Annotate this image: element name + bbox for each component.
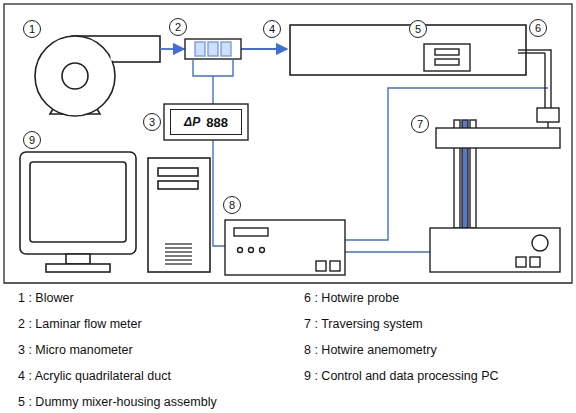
display-symbol: ΔP xyxy=(184,115,200,129)
display-digits: 888 xyxy=(206,115,228,130)
callout-number: 7 xyxy=(411,115,429,133)
blower-part xyxy=(62,63,88,89)
vent-stripe xyxy=(165,259,192,260)
separator-part xyxy=(4,283,572,284)
separator xyxy=(4,283,572,284)
legend-entry: 8 : Hotwire anemometry xyxy=(304,344,437,357)
signal-wire-part xyxy=(345,251,430,252)
acrylic-duct xyxy=(290,25,526,75)
traversing-system xyxy=(430,120,560,272)
hotwire-anemometer xyxy=(225,220,345,275)
callout-number: 5 xyxy=(409,20,427,38)
dummy-mixer-housing-part xyxy=(435,49,459,55)
hotwire-probe-part xyxy=(548,50,551,108)
frame xyxy=(4,4,572,283)
acrylic-duct-part xyxy=(290,25,526,75)
flow-line-part xyxy=(241,48,287,50)
laminar-flow-meter-part xyxy=(221,42,231,56)
laminar-flow-meter-part xyxy=(185,39,241,59)
legend-entry: 9 : Control and data processing PC xyxy=(304,370,499,383)
hotwire-anemometer-part xyxy=(249,248,254,253)
pc-tower-part xyxy=(148,158,210,272)
pc-tower-part xyxy=(158,168,198,176)
callout-number: 9 xyxy=(23,131,41,149)
laminar-flow-meter xyxy=(185,39,241,59)
callout-number: 4 xyxy=(263,20,281,38)
hotwire-probe xyxy=(518,50,559,128)
frame-part xyxy=(4,4,572,283)
callout-number: 2 xyxy=(169,18,187,36)
traversing-system-part xyxy=(530,257,540,267)
legend-entry: 2 : Laminar flow meter xyxy=(18,318,142,331)
pc-tower-part xyxy=(158,181,198,189)
legend-entry: 7 : Traversing system xyxy=(304,318,423,331)
hotwire-anemometer-part xyxy=(330,261,340,271)
legend-entry: 3 : Micro manometer xyxy=(18,344,133,357)
traversing-system-part xyxy=(436,128,560,148)
hotwire-probe-part xyxy=(547,122,548,128)
hotwire-anemometer-part xyxy=(225,220,345,275)
hotwire-anemometer-part xyxy=(238,248,243,253)
vent-stripe xyxy=(165,255,192,256)
pc-tower xyxy=(148,158,210,272)
legend-entry: 1 : Blower xyxy=(18,292,74,305)
laminar-flow-meter-part xyxy=(195,42,205,56)
monitor-part xyxy=(20,152,136,254)
callout-number: 3 xyxy=(143,113,161,131)
vent-stripe xyxy=(165,263,192,264)
dummy-mixer-housing-part xyxy=(424,44,470,71)
callout-number: 6 xyxy=(529,19,547,37)
hotwire-anemometer-part xyxy=(316,261,326,271)
signal-wire-part xyxy=(212,76,213,107)
signal-wire-part xyxy=(193,59,233,76)
laminar-flow-meter-part xyxy=(208,42,218,56)
blower xyxy=(35,36,160,116)
dummy-mixer-housing xyxy=(424,44,470,71)
pc-tower-part xyxy=(165,244,192,264)
blower-part xyxy=(111,38,114,61)
hotwire-probe-part xyxy=(518,52,545,53)
hotwire-probe-part xyxy=(537,108,559,122)
signal-wire-part xyxy=(345,88,548,240)
traversing-system-part xyxy=(532,235,548,251)
flow-line-part xyxy=(160,48,184,50)
hotwire-anemometer-part xyxy=(234,228,268,236)
legend-entry: 6 : Hotwire probe xyxy=(304,292,399,305)
vent-stripe xyxy=(165,243,192,244)
monitor-part xyxy=(66,254,90,264)
monitor xyxy=(20,152,136,272)
traversing-system-part xyxy=(430,228,560,272)
dummy-mixer-housing-part xyxy=(435,59,459,65)
legend-entry: 5 : Dummy mixer-housing assembly xyxy=(18,396,217,409)
hotwire-probe-part xyxy=(518,49,548,50)
callout-number: 1 xyxy=(23,20,41,38)
hotwire-anemometer-part xyxy=(260,248,265,253)
micro-manometer-part xyxy=(164,104,248,140)
hotwire-probe-part xyxy=(544,53,545,108)
callout-number: 8 xyxy=(223,196,241,214)
vent-stripe xyxy=(165,247,192,248)
micro-manometer xyxy=(164,104,248,140)
traversing-system-part xyxy=(516,257,526,267)
blower-part xyxy=(35,36,115,116)
signal-wire-part xyxy=(213,139,225,246)
vent-stripe xyxy=(165,251,192,252)
legend-entry: 4 : Acrylic quadrilateral duct xyxy=(18,370,171,383)
manometer-display: ΔP 888 xyxy=(170,109,242,135)
monitor-part xyxy=(46,264,110,272)
monitor-part xyxy=(30,162,126,242)
